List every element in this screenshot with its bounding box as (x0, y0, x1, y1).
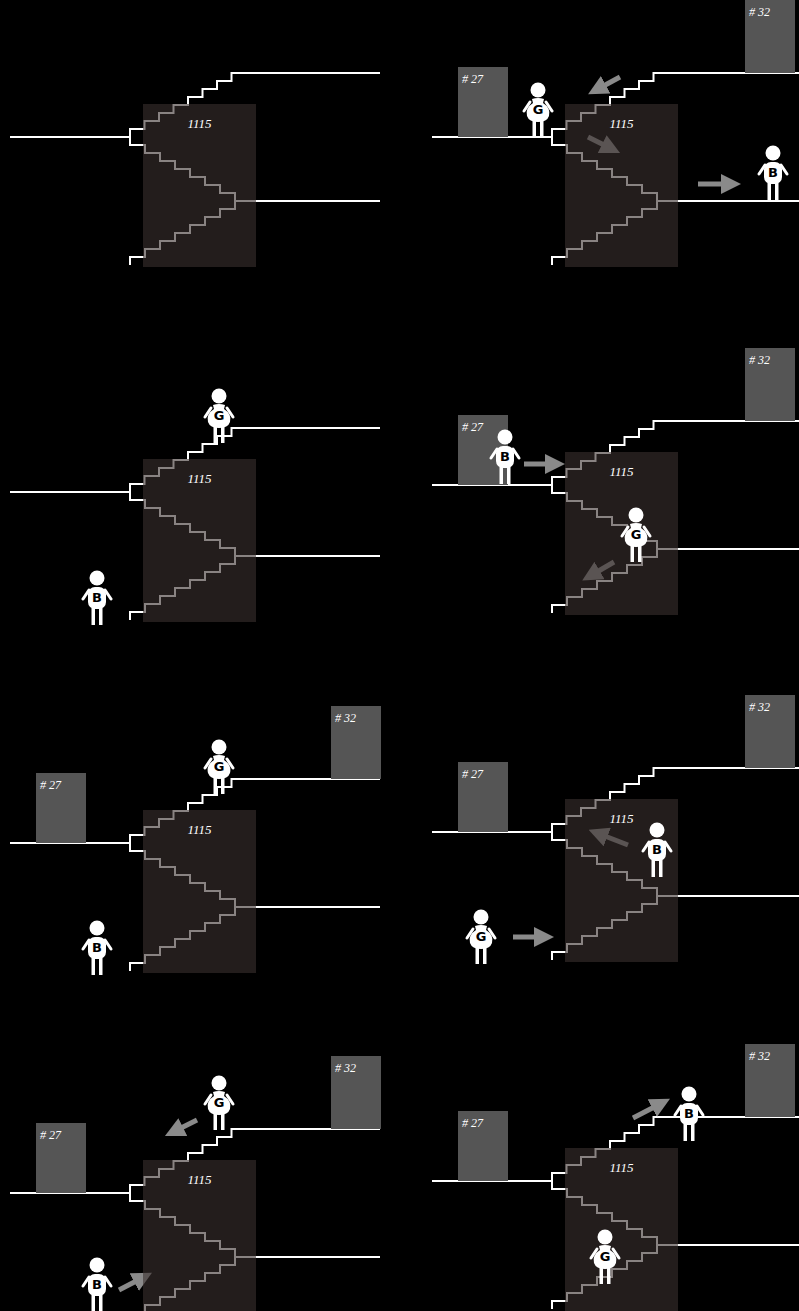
person-node: G (521, 82, 555, 138)
node-label: 1115 (143, 1172, 256, 1188)
node-label: G (619, 527, 653, 543)
stairwell-box: 1115 (565, 799, 678, 962)
node-label: B (80, 590, 114, 606)
node-label: # 27 (36, 1123, 86, 1143)
door-rect: # 32 (331, 706, 381, 779)
node-label: 1115 (565, 464, 678, 480)
node-label: # 27 (458, 762, 508, 782)
node-label: 1115 (565, 1160, 678, 1176)
door-rect: # 27 (36, 773, 86, 843)
door-rect: # 32 (331, 1056, 381, 1129)
node-label: # 32 (331, 1056, 381, 1076)
node-label: G (588, 1249, 622, 1265)
stairwell-box: 1115 (565, 1148, 678, 1311)
person-node: G (202, 739, 236, 795)
door-rect: # 27 (458, 67, 508, 137)
node-label: # 32 (745, 0, 795, 20)
stairwell-box: 1115 (565, 104, 678, 267)
door-rect: # 32 (745, 348, 795, 421)
person-node: G (202, 388, 236, 444)
door-rect: # 27 (458, 762, 508, 832)
stairwell-box: 1115 (143, 810, 256, 973)
person-node: G (202, 1075, 236, 1131)
node-label: B (80, 1277, 114, 1293)
node-label: G (202, 408, 236, 424)
door-rect: # 32 (745, 695, 795, 768)
door-rect: # 27 (36, 1123, 86, 1193)
stairwell-box: 1115 (565, 452, 678, 615)
node-label: G (464, 929, 498, 945)
node-label: G (202, 1095, 236, 1111)
node-label: G (202, 759, 236, 775)
node-label: 1115 (143, 116, 256, 132)
node-label: 1115 (143, 471, 256, 487)
node-label: # 32 (745, 1044, 795, 1064)
node-label: G (521, 102, 555, 118)
door-rect: # 32 (745, 0, 795, 73)
node-label: # 32 (331, 706, 381, 726)
stairwell-box: 1115 (143, 1160, 256, 1311)
node-label: B (640, 842, 674, 858)
person-node: B (640, 822, 674, 878)
person-node: G (588, 1229, 622, 1285)
person-node: B (80, 1257, 114, 1311)
node-label: # 27 (36, 773, 86, 793)
door-rect: # 27 (458, 1111, 508, 1181)
node-label: B (672, 1106, 706, 1122)
node-label: # 32 (745, 695, 795, 715)
node-label: 1115 (143, 822, 256, 838)
person-node: B (80, 570, 114, 626)
person-node: G (464, 909, 498, 965)
node-label: B (80, 940, 114, 956)
door-rect: # 32 (745, 1044, 795, 1117)
person-node: B (488, 429, 522, 485)
node-label: # 32 (745, 348, 795, 368)
node-label: # 27 (458, 1111, 508, 1131)
node-label: B (756, 165, 790, 181)
node-label: B (488, 449, 522, 465)
stairwell-box: 1115 (143, 104, 256, 267)
stairwell-box: 1115 (143, 459, 256, 622)
person-node: B (672, 1086, 706, 1142)
person-node: B (80, 920, 114, 976)
person-node: B (756, 145, 790, 201)
node-label: # 27 (458, 67, 508, 87)
motion-arrows (119, 77, 732, 1290)
node-label: 1115 (565, 116, 678, 132)
person-node: G (619, 507, 653, 563)
